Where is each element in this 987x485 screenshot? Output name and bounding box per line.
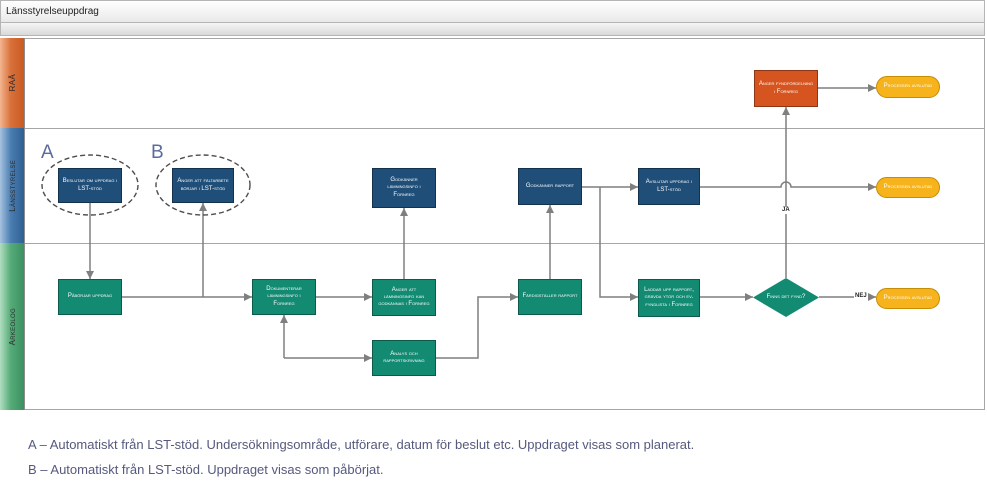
end-event-lansstyrelse: Processen avslutad xyxy=(876,177,940,198)
callout-b-label: B xyxy=(151,142,164,163)
step-paborjar-uppdrag: Påbörjar uppdrag xyxy=(58,279,122,315)
connector-analys-to-fardigstaller xyxy=(436,293,518,359)
step-anger-fyndfordelning: Anger fyndfördelning i Fornreg xyxy=(754,70,818,107)
step-anger-lamningsinfo-godkannas: Anger att lämningsinfo kan godkännas i F… xyxy=(372,279,436,316)
step-anger-faltarbete: Anger att fältarbete börjar i LST-stöd xyxy=(172,168,234,203)
callout-a-dashed-ellipse xyxy=(41,154,139,216)
connector-godkanner-rapport-to-laddar-upp xyxy=(599,187,638,301)
lane-divider-raa-lansstyrelse xyxy=(0,128,985,129)
step-godkanner-rapport: Godkänner rapport xyxy=(518,168,582,205)
step-dokumenterar-lamningsinfo: Dokumenterar lämningsinfo i Fornreg xyxy=(252,279,316,315)
callout-a-label: A xyxy=(41,142,54,163)
diagram-title-bar: Länsstyrelseuppdrag xyxy=(0,0,985,23)
branch-label-no: NEJ xyxy=(854,293,868,301)
step-fardigstaller-rapport: Färdigställer rapport xyxy=(518,279,582,315)
step-analys-rapportskrivning: Analys och rapportskrivning xyxy=(372,340,436,376)
callout-b-dashed-ellipse xyxy=(155,154,251,216)
end-event-raa: Processen avslutad xyxy=(876,76,940,98)
branch-label-yes: JA xyxy=(781,207,791,215)
step-beslutar-om-uppdrag: Beslutar om uppdrag i LST-stöd xyxy=(58,168,122,203)
lane-label-lansstyrelse: Länsstyrelse xyxy=(0,128,25,243)
step-laddar-upp-rapport: Laddar upp rapport, grävda ytor och ev. … xyxy=(638,279,700,317)
end-event-arkeolog: Processen avslutad xyxy=(876,288,940,309)
legend-note-a: A – Automatiskt från LST-stöd. Undersökn… xyxy=(28,437,695,452)
step-avslutar-uppdrag: Avslutar uppdrag i LST-stöd xyxy=(638,168,700,205)
diagram-subheader-band xyxy=(0,23,985,36)
diagram-title: Länsstyrelseuppdrag xyxy=(6,6,99,17)
step-godkanner-lamningsinfo: Godkänner lämningsinfo i Fornreg xyxy=(372,168,436,208)
legend-note-b: B – Automatiskt från LST-stöd. Uppdraget… xyxy=(28,462,384,477)
lane-label-raa: RAÄ xyxy=(0,38,25,128)
connector-avslutar-to-end-lansstyrelse xyxy=(700,181,876,191)
lane-divider-lansstyrelse-arkeolog xyxy=(0,243,985,244)
lane-label-arkeolog: Arkeolog xyxy=(0,243,25,410)
